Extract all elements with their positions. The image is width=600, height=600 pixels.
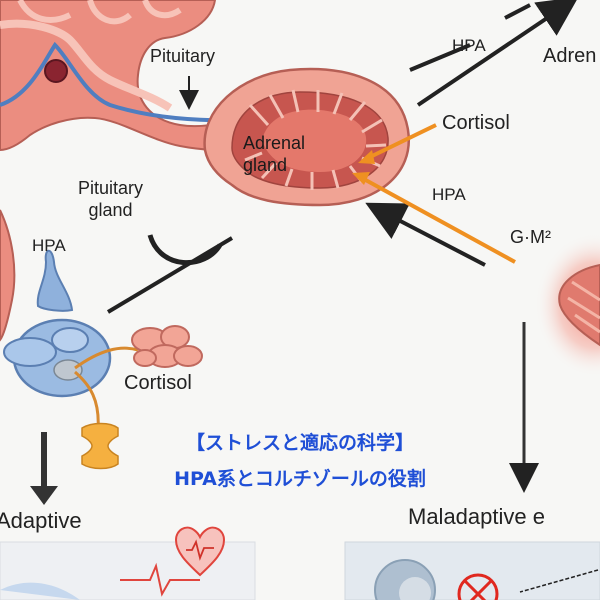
- gm2-orange-arrow: [361, 176, 516, 264]
- hpa-arrow-top-upper: [409, 43, 471, 72]
- feedback-curve: [147, 234, 223, 266]
- gm2-orange-head: [352, 172, 370, 185]
- pituitary-link-arrow: [106, 236, 234, 314]
- hpa-right-label: HPA: [432, 185, 466, 204]
- pituitary-orange-line: [74, 370, 100, 431]
- hpa-top-label: HPA: [452, 36, 486, 55]
- pituitary-gland-label: Pituitary gland: [78, 178, 144, 220]
- prohibited-icon: [457, 573, 499, 600]
- cortisol-left-label: Cortisol: [124, 372, 192, 394]
- pituitary-structure: [3, 249, 112, 398]
- caption-line-2: HPA系とコルチゾールの役割: [174, 468, 426, 490]
- top-right-arrow: [504, 3, 531, 20]
- caption-line-1: 【ストレスと適応の科学】: [185, 432, 414, 454]
- adrenal-cluster: [131, 325, 203, 368]
- inflamed-tissue-stripes: [567, 280, 600, 334]
- hpa-left-label: HPA: [32, 236, 66, 255]
- receptor-icon: [81, 422, 119, 470]
- cortisol-orange-arrow: [367, 123, 437, 160]
- cortisol-right-label: Cortisol: [442, 112, 510, 134]
- adrenal-partial-label: Adren: [543, 45, 597, 67]
- pituitary-top-label: Pituitary: [150, 46, 216, 66]
- adrenal-gland-shape: [203, 67, 411, 207]
- left-tissue-edge: [0, 209, 16, 342]
- heart-icon: [174, 526, 226, 577]
- adaptive-down-head: [30, 486, 58, 505]
- cortisol-orange-head: [358, 150, 375, 164]
- blood-vessel: [0, 41, 256, 123]
- maladaptive-label: Maladaptive e: [408, 504, 545, 529]
- pituitary-to-adrenal-line: [74, 346, 139, 370]
- return-arrow: [365, 202, 486, 267]
- adaptive-label: Adaptive: [0, 508, 82, 533]
- adrenal-gland-label: Adrenal gland: [243, 133, 306, 175]
- gm2-label: G·M²: [510, 227, 551, 247]
- maladaptive-panel: [344, 541, 600, 600]
- brain-tissue: [0, 0, 263, 152]
- hpa-arrow-top-lower: [416, 0, 579, 107]
